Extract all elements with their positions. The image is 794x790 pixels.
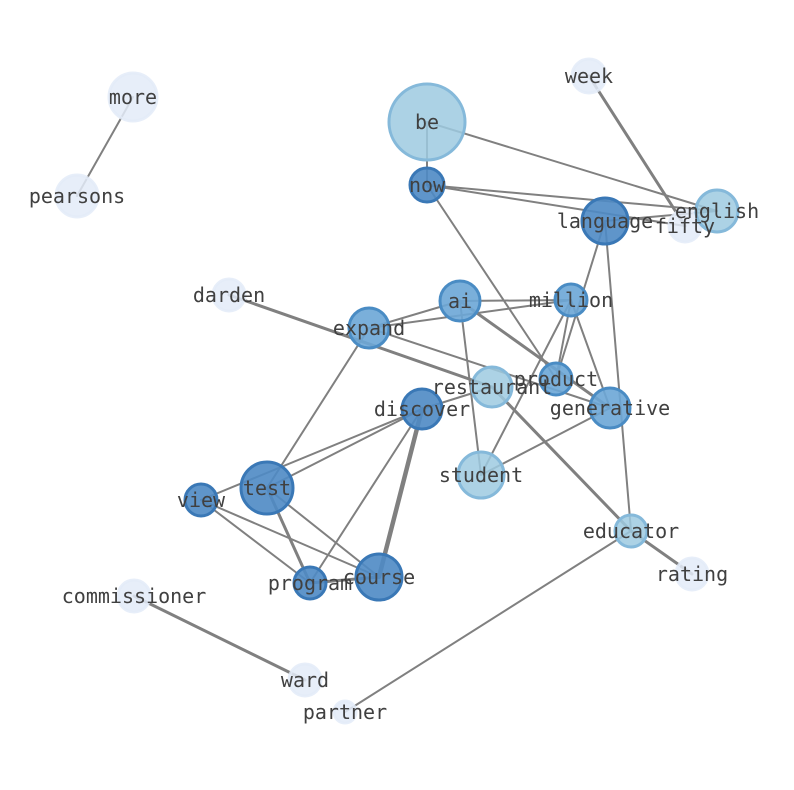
node-label-expand: expand — [333, 316, 405, 340]
node-label-ai: ai — [448, 289, 472, 313]
node-partner — [332, 699, 358, 725]
node-label-english: english — [675, 199, 759, 223]
edge-view-program — [200, 499, 311, 584]
node-label-course: course — [343, 565, 415, 589]
edge-be-english — [426, 121, 718, 212]
node-label-test: test — [243, 476, 291, 500]
node-label-week: week — [565, 64, 613, 88]
edge-now-fifty — [426, 184, 686, 227]
node-view — [183, 482, 219, 518]
node-label-program: program — [268, 571, 352, 595]
node-student — [456, 450, 506, 500]
edge-expand-test — [266, 327, 370, 489]
node-label-fifty: fifty — [655, 214, 715, 238]
node-label-pearsons: pearsons — [29, 184, 125, 208]
edge-now-product — [426, 184, 557, 380]
edge-view-course — [200, 499, 380, 578]
node-pearsons — [54, 173, 100, 219]
edge-educator-partner — [344, 530, 632, 713]
edge-now-english — [426, 184, 718, 212]
node-label-partner: partner — [303, 700, 387, 724]
edge-restaurant-educator — [490, 385, 633, 533]
node-million — [553, 282, 589, 318]
node-week — [570, 57, 608, 95]
node-english — [694, 188, 740, 234]
edge-discover-test — [266, 408, 423, 489]
node-course — [354, 552, 404, 602]
node-ward — [287, 662, 323, 698]
node-more — [107, 71, 159, 123]
node-be — [387, 82, 467, 162]
node-label-discover: discover — [374, 397, 470, 421]
node-label-ward: ward — [281, 668, 329, 692]
node-label-be: be — [415, 110, 439, 134]
node-now — [408, 166, 446, 204]
node-label-view: view — [177, 488, 226, 512]
node-label-restaurant: restaurant — [432, 375, 552, 399]
node-generative — [588, 386, 632, 430]
edge-language-educator — [604, 220, 632, 532]
edge-ai-student — [459, 300, 482, 476]
edge-discover-program — [309, 408, 423, 584]
node-discover — [400, 387, 444, 431]
edge-week-fifty — [587, 74, 687, 228]
node-label-rating: rating — [656, 562, 728, 586]
node-layer — [54, 57, 740, 725]
node-label-commissioner: commissioner — [62, 584, 207, 608]
node-commissioner — [116, 578, 152, 614]
node-educator — [613, 513, 649, 549]
node-label-darden: darden — [193, 283, 265, 307]
node-label-now: now — [409, 173, 446, 197]
node-rating — [674, 556, 710, 592]
node-darden — [211, 277, 247, 313]
node-restaurant — [470, 365, 514, 409]
node-test — [239, 460, 295, 516]
node-label-language: language — [557, 209, 653, 233]
node-label-more: more — [109, 85, 157, 109]
node-program — [292, 565, 328, 601]
node-label-educator: educator — [583, 519, 679, 543]
node-ai — [438, 279, 482, 323]
edge-million-student — [480, 299, 572, 476]
node-language — [580, 196, 630, 246]
edge-discover-view — [200, 408, 423, 501]
node-label-student: student — [439, 463, 523, 487]
edge-ai-generative — [458, 299, 612, 410]
node-product — [538, 361, 574, 397]
node-label-product: product — [514, 367, 598, 391]
node-label-million: million — [529, 288, 613, 312]
node-label-generative: generative — [550, 396, 670, 420]
node-expand — [347, 306, 391, 350]
edge-discover-course — [376, 406, 425, 580]
edge-commissioner-ward — [132, 594, 307, 682]
